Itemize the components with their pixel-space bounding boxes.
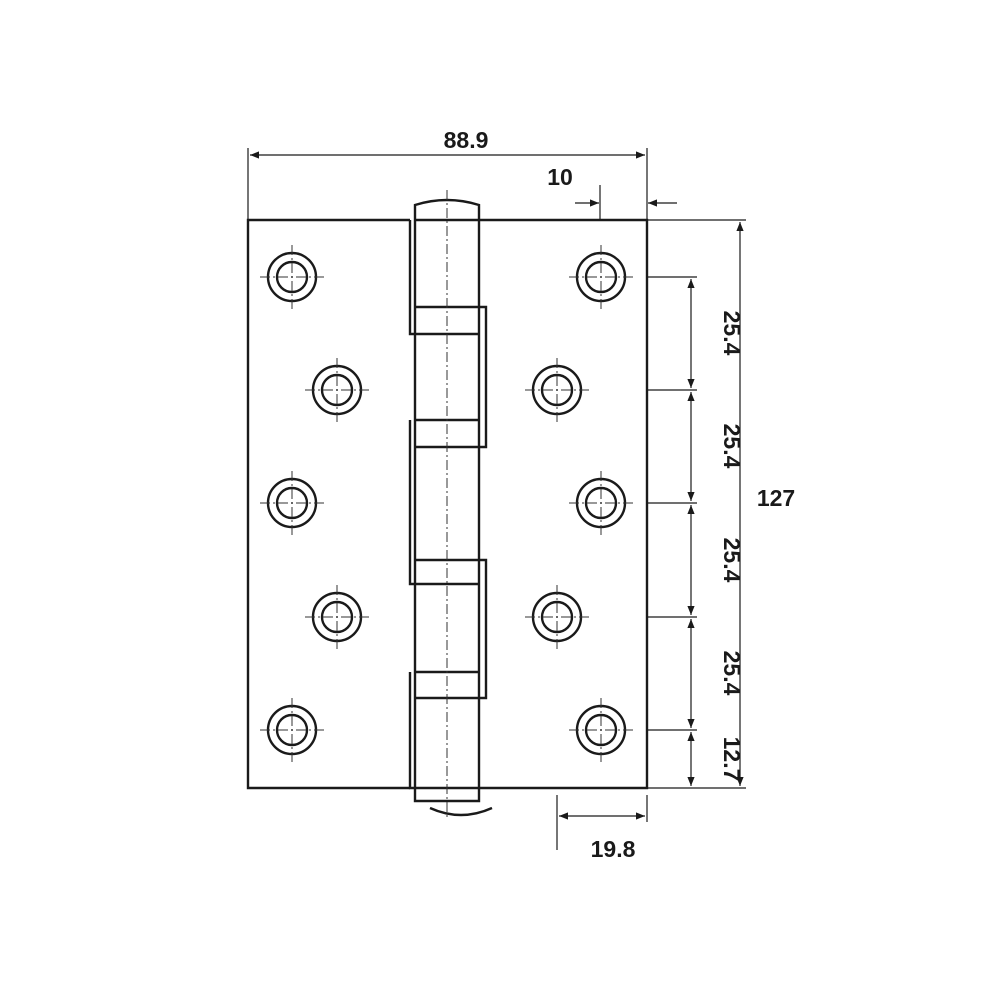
screw-hole (569, 698, 633, 762)
screw-hole (569, 471, 633, 535)
screw-hole (525, 358, 589, 422)
screw-hole (260, 245, 324, 309)
dim-knuckle-offset: 10 (547, 164, 573, 190)
screw-holes (260, 245, 633, 762)
screw-hole (305, 358, 369, 422)
screw-hole (525, 585, 589, 649)
dim-overall-width: 88.9 (444, 127, 489, 153)
left-leaf (246, 218, 410, 790)
dim-overall-height: 127 (757, 485, 795, 511)
dim-hole-spacing-1: 25.4 (719, 311, 745, 356)
screw-hole (569, 245, 633, 309)
right-leaf (479, 218, 649, 790)
dim-hole-spacing-4: 25.4 (719, 651, 745, 696)
dimension-lines (247, 148, 746, 850)
screw-hole (260, 471, 324, 535)
dim-hole-spacing-3: 25.4 (719, 538, 745, 583)
dim-bottom-edge: 12.7 (719, 737, 745, 782)
knuckle (408, 190, 493, 820)
dim-hole-spacing-2: 25.4 (719, 424, 745, 469)
screw-hole (260, 698, 324, 762)
screw-hole (305, 585, 369, 649)
dim-hole-edge-distance: 19.8 (591, 836, 636, 862)
